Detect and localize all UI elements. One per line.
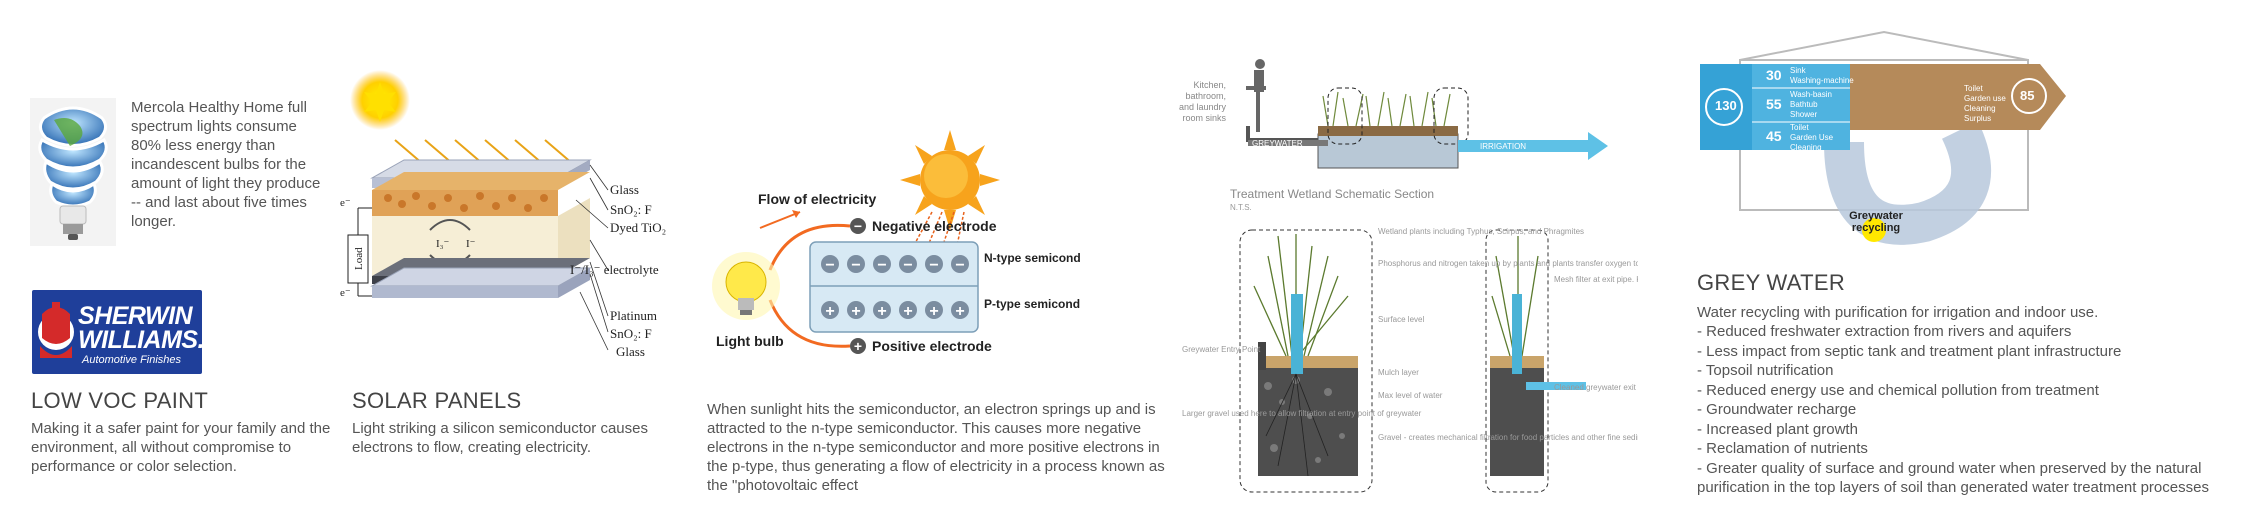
svg-text:+: + [851, 303, 860, 320]
nts-label: N.T.S. [1230, 203, 1252, 212]
list-item: - Groundwater recharge [1697, 401, 1857, 418]
out-item-2: Garden use [1964, 94, 2006, 103]
e-bottom-label: e⁻ [340, 287, 351, 299]
row-item-3c: Cleaning [1790, 143, 1822, 152]
svg-text:+: + [955, 303, 964, 320]
row-value-3: 45 [1766, 128, 1782, 144]
paint-globe-icon [38, 302, 74, 358]
i3-label: I₃⁻ [436, 238, 449, 250]
list-item: - Reduced freshwater extraction from riv… [1697, 323, 2072, 340]
in-value: 130 [1715, 98, 1737, 113]
row-item-3b: Garden Use [1790, 133, 1834, 142]
light-bulb-icon [712, 252, 780, 320]
svg-text:Larger gravel used here to all: Larger gravel used here to allow filtrat… [1182, 409, 1422, 418]
logo-sherwin: SHERWIN [78, 302, 193, 330]
glass-top-label: Glass [610, 182, 639, 197]
svg-text:Gravel - creates mechanical fi: Gravel - creates mechanical filtration f… [1378, 433, 1638, 442]
row-item-2a: Wash-basin [1790, 90, 1832, 99]
svg-text:+: + [877, 303, 886, 320]
paint-title: LOW VOC PAINT [31, 388, 209, 413]
svg-text:P-type semiconductor: P-type semiconductor [984, 297, 1080, 311]
row-value-1: 30 [1766, 67, 1782, 83]
svg-text:Phosphorus and nitrogen taken: Phosphorus and nitrogen taken up by plan… [1378, 259, 1638, 268]
svg-text:Mesh filter at exit pipe. Keep: Mesh filter at exit pipe. Keep clear of … [1554, 275, 1638, 284]
list-item: - Reduced energy use and chemical pollut… [1697, 381, 2099, 399]
photovoltaic-diagram: −−− −−− +++ +++ − + Flow of electricity … [710, 120, 1111, 360]
logo-subtitle: Automotive Finishes [82, 354, 182, 366]
grey-water-benefits: - Reduced freshwater extraction from riv… [1697, 322, 2237, 498]
photovoltaic-description: When sunlight hits the semiconductor, an… [707, 401, 1165, 494]
positive-label: Positive electrode [872, 338, 992, 354]
solar-description: Light striking a silicon semiconductor c… [352, 420, 648, 456]
schematic-title: Treatment Wetland Schematic Section [1230, 187, 1434, 201]
grey-water-intro: Water recycling with purification for ir… [1697, 304, 2099, 321]
row-item-2c: Shower [1790, 110, 1818, 119]
grey-water-title: GREY WATER [1697, 270, 1846, 295]
greywater-label: GREYWATER [1252, 139, 1303, 148]
svg-text:+: + [825, 303, 834, 320]
out-item-4: Surplus [1964, 114, 1992, 123]
paint-description: Making it a safer paint for your family … [31, 420, 331, 475]
cfl-bulb-image [30, 98, 116, 246]
svg-text:Mulch layer: Mulch layer [1378, 368, 1419, 377]
svg-text:−: − [955, 257, 964, 274]
svg-text:−: − [929, 257, 938, 274]
e-top-label: e⁻ [340, 197, 351, 209]
sherwin-williams-logo: SHERWIN WILLIAMS. Automotive Finishes [32, 290, 202, 374]
list-item: - Greater quality of surface and ground … [1697, 459, 2209, 497]
solar-title: SOLAR PANELS [352, 388, 522, 413]
bulb-label: Light bulb [716, 333, 784, 349]
svg-text:−: − [877, 257, 886, 274]
person-sink-icon [1246, 59, 1266, 132]
electrolyte-label: I⁻/I₃⁻ electrolyte [570, 262, 659, 277]
svg-text:+: + [854, 338, 862, 354]
i-label: I⁻ [466, 238, 476, 250]
svg-text:−: − [851, 257, 860, 274]
svg-text:+: + [903, 303, 912, 320]
svg-text:−: − [825, 257, 834, 274]
dyed-label: Dyed TiO₂ [610, 220, 666, 235]
wetland-sources: Kitchen, bathroom, and laundry room sink… [1178, 80, 1226, 123]
wetland-schematic: GREYWATER IRRIGATION Treatment Wetland S… [1178, 56, 1999, 496]
load-label: Load [353, 247, 365, 270]
list-item: - Reclamation of nutrients [1697, 440, 1868, 457]
logo-williams: WILLIAMS. [78, 326, 202, 354]
svg-text:−: − [854, 218, 862, 234]
greywater-diagram: 130 85 30 Sink Washing-machine 55 Wash-b… [1694, 30, 2074, 246]
row-value-2: 55 [1766, 96, 1782, 112]
sun-icon [900, 130, 1000, 230]
svg-text:Greywater Entry Point: Greywater Entry Point [1182, 345, 1261, 354]
out-item-1: Toilet [1964, 84, 1983, 93]
row-item-3a: Toilet [1790, 123, 1809, 132]
recycling-label: Greywater recycling [1849, 210, 1903, 234]
out-item-3: Cleaning [1964, 104, 1996, 113]
svg-text:−: − [903, 257, 912, 274]
list-item: - Topsoil nutrification [1697, 362, 1834, 379]
out-value: 85 [2020, 88, 2035, 103]
solar-cell-diagram: I₃⁻ I⁻ e⁻ e⁻ Load Glass SnO₂: F Dyed TiO… [340, 70, 710, 370]
svg-text:+: + [929, 303, 938, 320]
row-item-1a: Sink [1790, 66, 1806, 75]
sno2-bottom-label: SnO₂: F [610, 326, 652, 341]
row-item-2b: Bathtub [1790, 100, 1818, 109]
svg-text:N-type semiconductor: N-type semiconductor [984, 251, 1080, 265]
sno2-top-label: SnO₂: F [610, 202, 652, 217]
platinum-label: Platinum [610, 308, 657, 323]
list-item: - Increased plant growth [1697, 420, 1858, 438]
list-item: - Less impact from septic tank and treat… [1697, 342, 2122, 360]
row-item-1b: Washing-machine [1790, 76, 1854, 85]
svg-text:Cleaned greywater exit pipe to: Cleaned greywater exit pipe to storage t… [1554, 383, 1638, 392]
glass-bottom-label: Glass [616, 344, 645, 359]
lighting-description: Mercola Healthy Home full spectrum light… [131, 99, 321, 230]
svg-text:Max level of water: Max level of water [1378, 391, 1443, 400]
negative-label: Negative electrode [872, 218, 997, 234]
irrigation-label: IRRIGATION [1480, 142, 1526, 151]
svg-text:Wetland plants including Typhu: Wetland plants including Typhus, Scirpus… [1378, 227, 1584, 236]
svg-text:Surface level: Surface level [1378, 315, 1424, 324]
flow-label: Flow of electricity [758, 191, 876, 207]
